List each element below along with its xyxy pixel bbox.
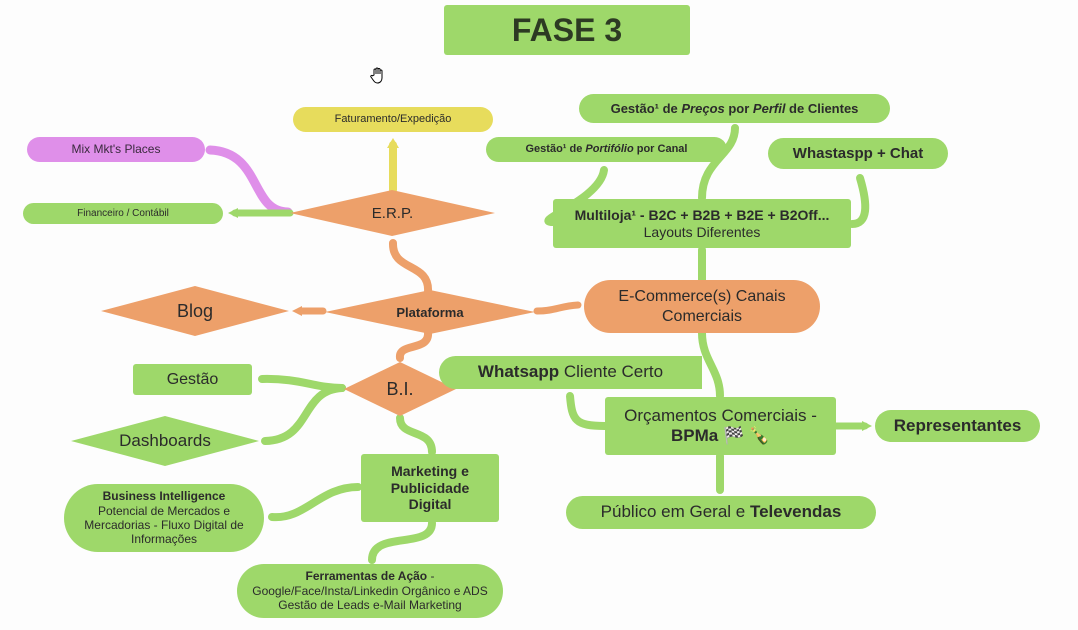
node-ecommerce[interactable]: E-Commerce(s) Canais Comerciais xyxy=(584,280,820,333)
arrow-faturamento xyxy=(387,138,399,148)
connector-ecommerce-orcamentos xyxy=(698,329,724,400)
node-publico[interactable]: Público em Geral e Televendas xyxy=(566,496,876,529)
flag-champagne-emoji-icon: 🏁 🍾 xyxy=(722,426,771,445)
node-gestao-portfolio[interactable]: Gestão¹ de Portifólio por Canal xyxy=(486,137,727,162)
diamond-shape xyxy=(344,362,456,416)
node-erp[interactable]: E.R.P. xyxy=(290,190,495,236)
node-gestao-precos[interactable]: Gestão¹ de Preços por Perfil de Clientes xyxy=(579,94,890,123)
node-ferramentas[interactable]: Ferramentas de Ação - Google/Face/Insta/… xyxy=(237,564,503,618)
connector-bi-dashboards xyxy=(261,384,346,445)
node-whatsapp-chat[interactable]: Whastaspp + Chat xyxy=(768,138,948,169)
node-multiloja[interactable]: Multiloja¹ - B2C + B2B + B2E + B2Off... … xyxy=(553,199,851,248)
connector-bi-marketing xyxy=(396,414,436,456)
diamond-shape xyxy=(101,286,289,336)
node-financeiro[interactable]: Financeiro / Contábil xyxy=(23,203,223,224)
node-representantes[interactable]: Representantes xyxy=(875,410,1040,442)
diamond-shape xyxy=(71,416,259,466)
connector-marketing-bi-box xyxy=(268,483,362,522)
diamond-shape xyxy=(290,190,495,236)
connector-multiloja-whatsapp xyxy=(848,174,870,228)
node-mix-mkt-places[interactable]: Mix Mkt's Places xyxy=(27,137,205,162)
page-title: FASE 3 xyxy=(511,11,623,48)
node-dashboards[interactable]: Dashboards xyxy=(71,416,259,466)
node-gestao[interactable]: Gestão xyxy=(133,364,252,395)
node-bi[interactable]: B.I. xyxy=(344,362,456,416)
hand-cursor-icon xyxy=(370,67,383,84)
node-blog[interactable]: Blog xyxy=(101,286,289,336)
connector-plataforma-ecommerce xyxy=(533,301,582,315)
node-business-intelligence[interactable]: Business Intelligence Potencial de Merca… xyxy=(64,484,264,552)
node-plataforma[interactable]: Plataforma xyxy=(325,290,535,334)
node-faturamento[interactable]: Faturamento/Expedição xyxy=(293,107,493,132)
connector-marketing-ferramentas xyxy=(368,519,436,564)
node-marketing[interactable]: Marketing e Publicidade Digital xyxy=(361,454,499,522)
node-orcamentos[interactable]: Orçamentos Comerciais - BPMa 🏁 🍾 xyxy=(605,397,836,455)
diamond-shape xyxy=(325,290,535,334)
connector-orcamentos-whatsapp xyxy=(566,392,609,430)
connector-plataforma-bi xyxy=(396,328,432,362)
title-node[interactable]: FASE 3 xyxy=(444,5,690,55)
node-whatsapp-cliente-certo[interactable]: Whatsapp Cliente Certo xyxy=(439,356,702,389)
connector-erp-mix xyxy=(205,145,293,217)
connector-plataforma-erp xyxy=(388,239,432,296)
